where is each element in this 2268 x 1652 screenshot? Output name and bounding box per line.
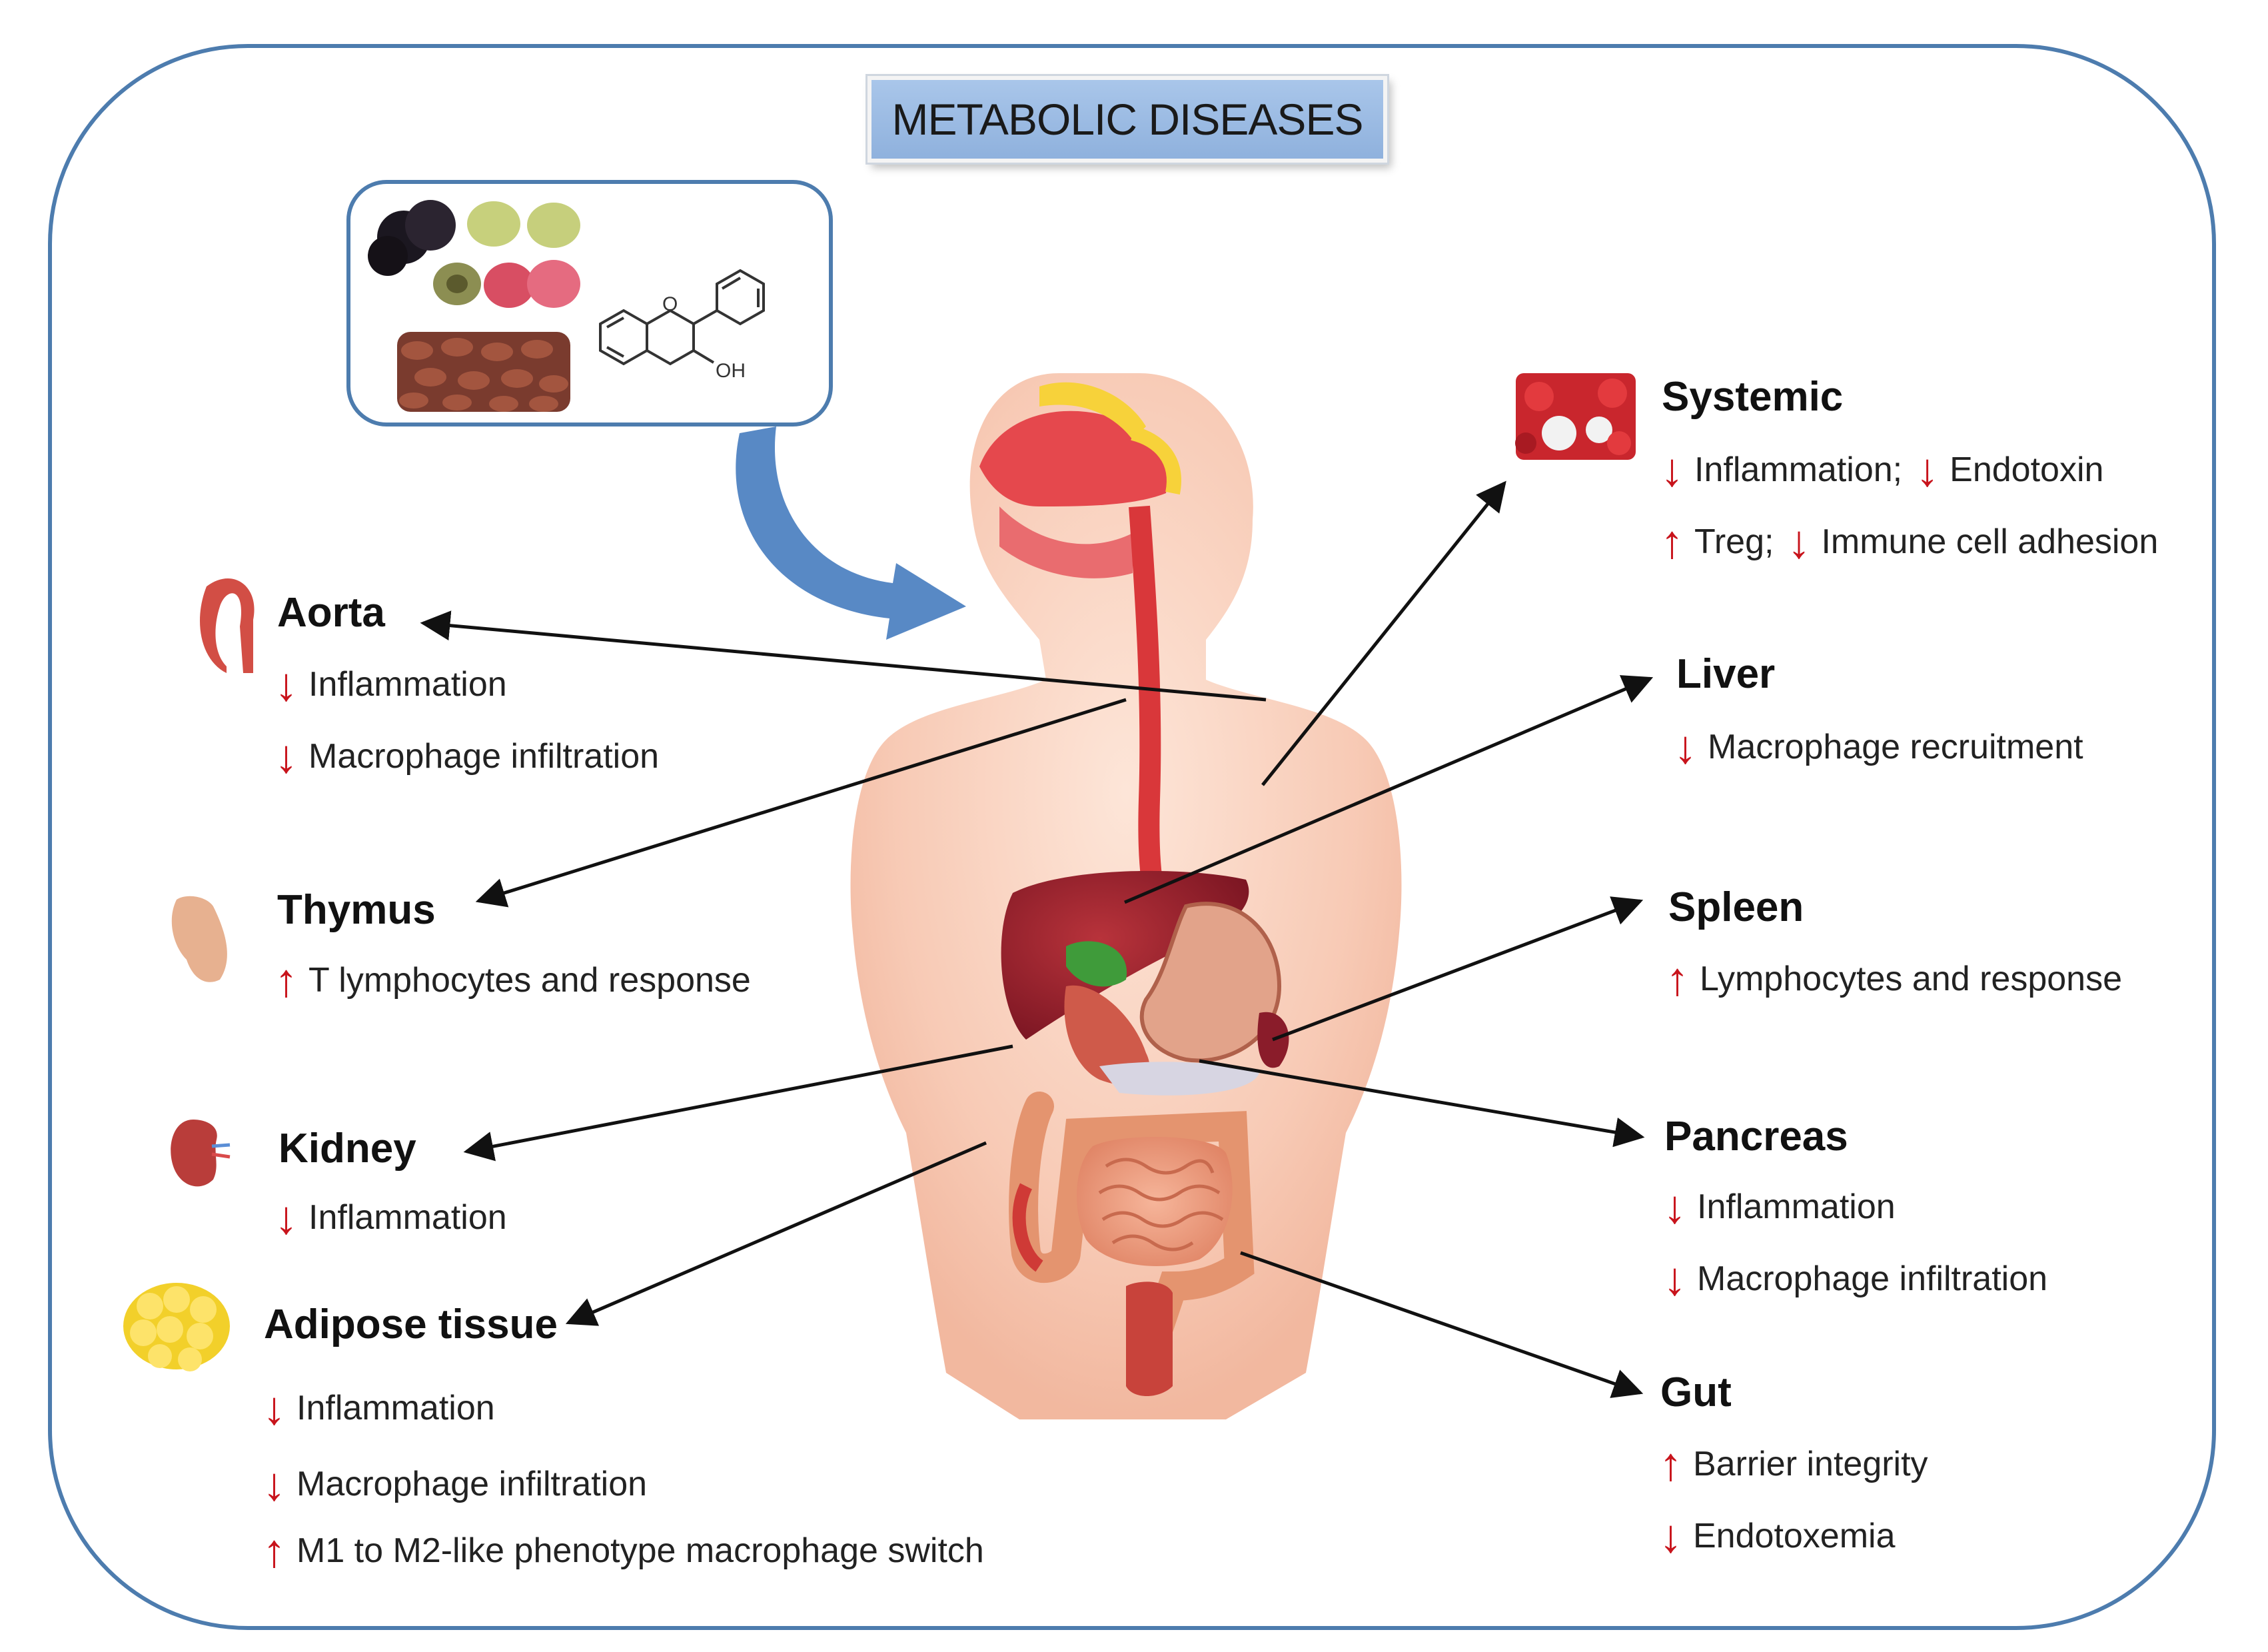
effect-liver-1: ↓ Macrophage recruitment bbox=[1674, 721, 2083, 773]
arrow-kidney bbox=[463, 1044, 1013, 1162]
effect-gut-1: ↑ Barrier integrity bbox=[1659, 1438, 1928, 1490]
arrow-adipose bbox=[565, 1141, 987, 1326]
label-systemic: Systemic bbox=[1662, 374, 1844, 420]
down-arrow-icon: ↓ bbox=[263, 1382, 286, 1434]
diagram-title: METABOLIC DISEASES bbox=[891, 95, 1364, 144]
effect-systemic-2: ↑ Treg; ↓ Immune cell adhesion bbox=[1660, 516, 2159, 568]
down-arrow-icon: ↓ bbox=[1659, 1510, 1682, 1562]
effect-kidney-1: ↓ Inflammation bbox=[275, 1192, 507, 1243]
up-arrow-icon: ↑ bbox=[263, 1525, 286, 1577]
effect-spleen-1: ↑ Lymphocytes and response bbox=[1666, 953, 2123, 1005]
aorta-icon bbox=[200, 578, 255, 673]
rounded-frame bbox=[48, 44, 2216, 1630]
grapes-icon bbox=[368, 200, 580, 308]
down-arrow-icon: ↓ bbox=[1660, 444, 1684, 496]
svg-text:O: O bbox=[662, 293, 678, 315]
arrow-liver bbox=[1124, 675, 1654, 904]
label-aorta: Aorta bbox=[277, 590, 385, 636]
small-intestine-icon bbox=[1077, 1137, 1233, 1266]
arrow-systemic bbox=[1261, 480, 1506, 786]
label-liver: Liver bbox=[1676, 651, 1776, 697]
arrow-spleen bbox=[1272, 896, 1644, 1042]
effect-thymus-1: ↑ T lymphocytes and response bbox=[275, 954, 751, 1006]
connector-arrows bbox=[420, 480, 1654, 1398]
arrow-pancreas bbox=[1199, 1059, 1645, 1148]
effect-systemic-1: ↓ Inflammation; ↓ Endotoxin bbox=[1660, 444, 2104, 496]
nasal-cavity-icon bbox=[979, 411, 1167, 506]
title-box: METABOLIC DISEASES bbox=[867, 76, 1387, 163]
label-adipose: Adipose tissue bbox=[264, 1301, 558, 1347]
down-arrow-icon: ↓ bbox=[1916, 444, 1940, 496]
up-arrow-icon: ↑ bbox=[1660, 516, 1684, 568]
down-arrow-icon: ↓ bbox=[1663, 1181, 1686, 1233]
grape-seeds-icon bbox=[397, 332, 570, 412]
label-gut: Gut bbox=[1660, 1369, 1732, 1415]
down-arrow-icon: ↓ bbox=[1787, 516, 1811, 568]
arrow-thymus bbox=[475, 698, 1127, 908]
down-arrow-icon: ↓ bbox=[263, 1458, 286, 1510]
kidney-icon bbox=[171, 1120, 231, 1187]
effect-pancreas-2: ↓ Macrophage infiltration bbox=[1663, 1253, 2048, 1305]
thymus-icon bbox=[171, 896, 227, 982]
inset-illustration: O OH bbox=[368, 200, 765, 412]
effect-pancreas-1: ↓ Inflammation bbox=[1663, 1181, 1896, 1233]
label-thymus: Thymus bbox=[277, 887, 436, 933]
down-arrow-icon: ↓ bbox=[275, 658, 298, 710]
effect-adipose-1: ↓ Inflammation bbox=[263, 1382, 495, 1434]
effect-gut-2: ↓ Endotoxemia bbox=[1659, 1510, 1896, 1562]
label-pancreas: Pancreas bbox=[1664, 1114, 1848, 1160]
up-arrow-icon: ↑ bbox=[1659, 1438, 1682, 1490]
effect-aorta-1: ↓ Inflammation bbox=[275, 658, 507, 710]
label-kidney: Kidney bbox=[279, 1126, 416, 1172]
flavan-3-ol-structure-icon bbox=[599, 269, 765, 366]
large-intestine-icon bbox=[1009, 1092, 1255, 1341]
blood-cells-icon bbox=[1515, 373, 1636, 460]
label-spleen: Spleen bbox=[1668, 884, 1804, 930]
arrow-aorta bbox=[420, 610, 1267, 702]
effect-adipose-2: ↓ Macrophage infiltration bbox=[263, 1458, 648, 1510]
effect-adipose-3: ↑ M1 to M2-like phenotype macrophage swi… bbox=[263, 1525, 984, 1577]
down-arrow-icon: ↓ bbox=[1674, 721, 1697, 773]
down-arrow-icon: ↓ bbox=[275, 1192, 298, 1243]
arrow-gut bbox=[1240, 1251, 1644, 1398]
inset-box: O OH bbox=[346, 180, 833, 426]
chem-label: OH bbox=[716, 360, 746, 382]
down-arrow-icon: ↓ bbox=[275, 730, 298, 782]
adipose-icon bbox=[123, 1283, 230, 1371]
down-arrow-icon: ↓ bbox=[1663, 1253, 1686, 1305]
pancreas-icon bbox=[1099, 1062, 1259, 1096]
up-arrow-icon: ↑ bbox=[275, 954, 298, 1006]
up-arrow-icon: ↑ bbox=[1666, 953, 1689, 1005]
effect-aorta-2: ↓ Macrophage infiltration bbox=[275, 730, 660, 782]
